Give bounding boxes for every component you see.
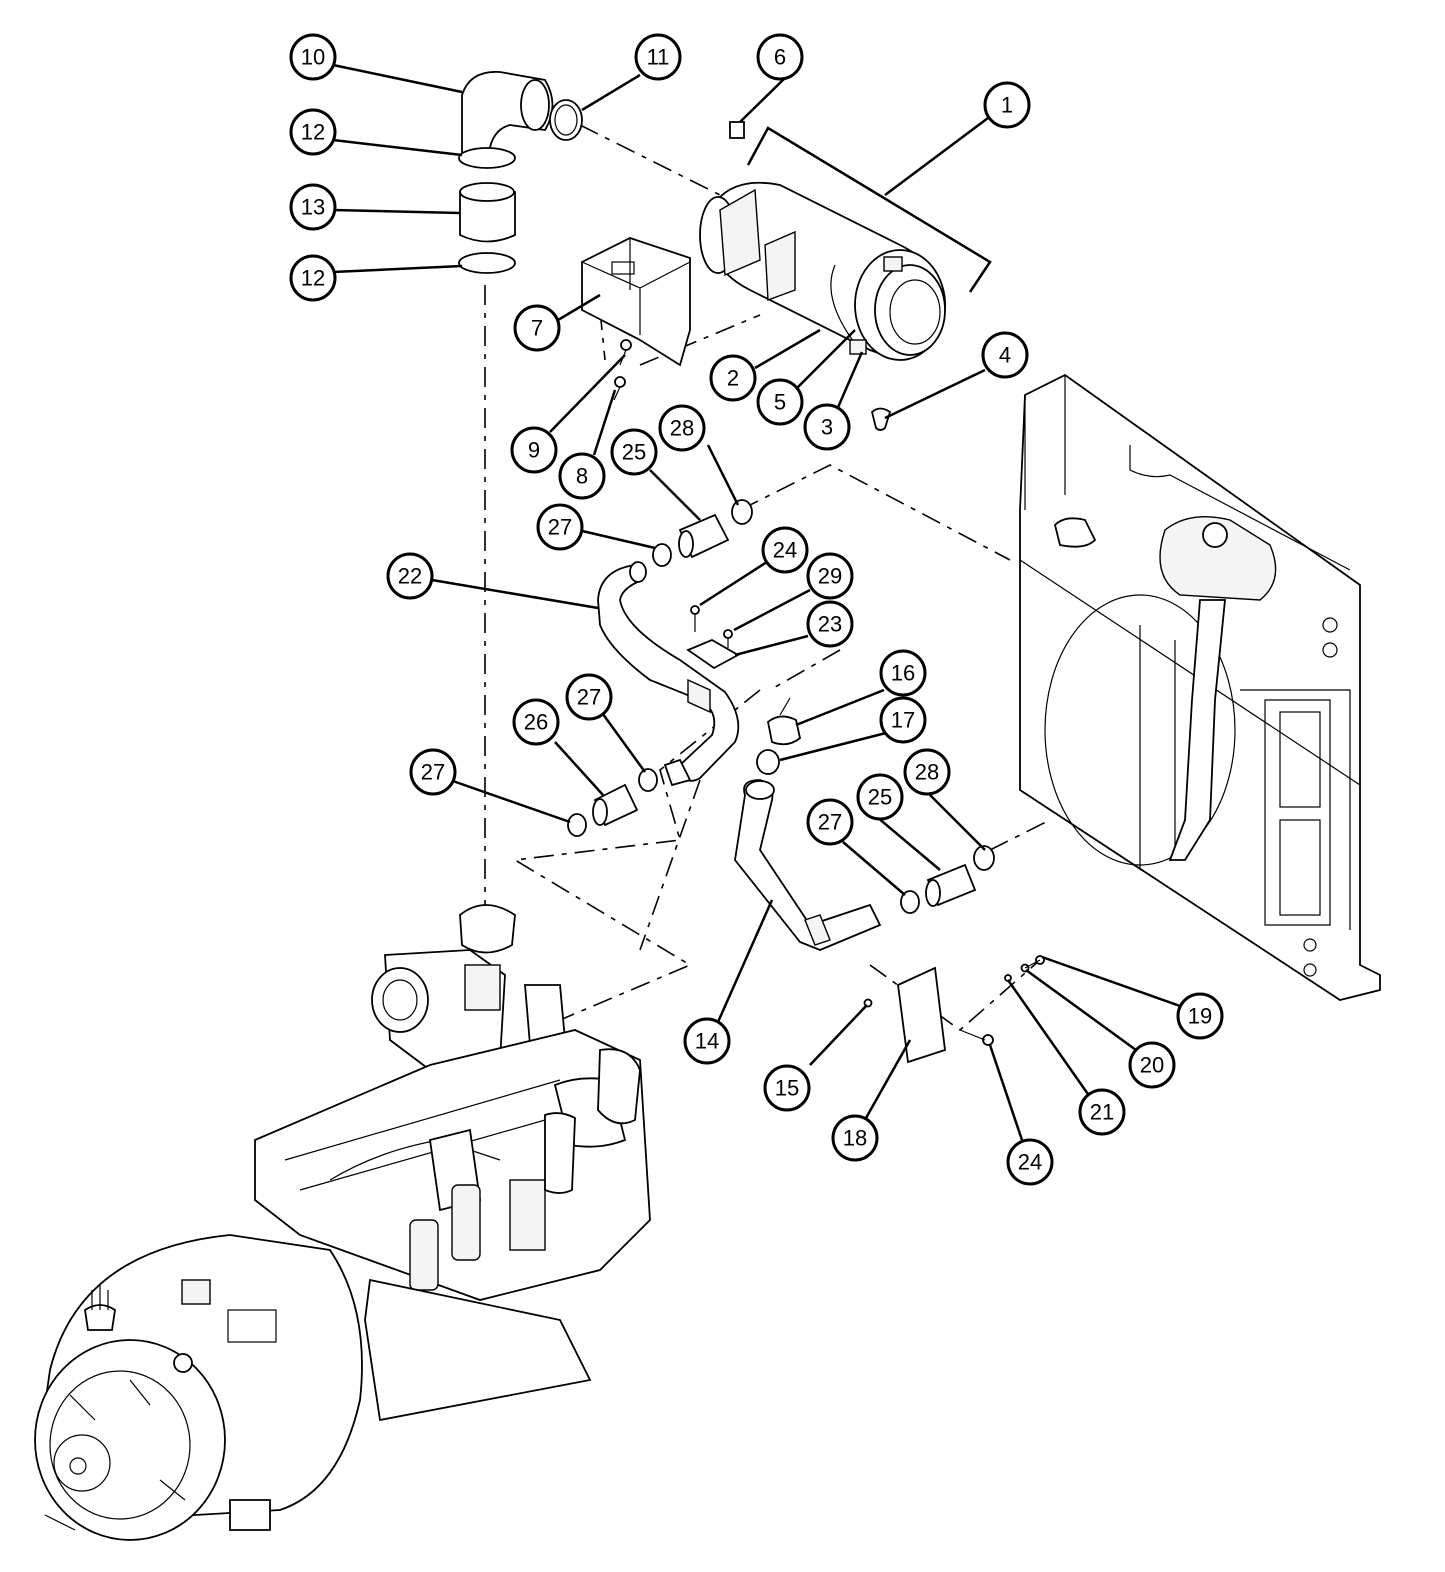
cover-plate-part-18 xyxy=(897,966,946,1064)
callout-21: 21 xyxy=(1078,1088,1126,1136)
callout-16: 16 xyxy=(879,649,927,697)
svg-text:26: 26 xyxy=(524,710,548,735)
svg-text:27: 27 xyxy=(421,760,445,785)
callout-5: 5 xyxy=(756,378,804,426)
svg-text:4: 4 xyxy=(999,343,1011,368)
svg-text:28: 28 xyxy=(915,760,939,785)
engine-generator-assembly xyxy=(34,904,651,1541)
bracket-part-23 xyxy=(686,638,740,670)
small-hardware xyxy=(863,955,1045,1046)
pipe-part-14 xyxy=(734,779,882,951)
callout-4: 4 xyxy=(981,331,1029,379)
svg-text:6: 6 xyxy=(774,45,786,70)
svg-text:11: 11 xyxy=(647,45,670,70)
callout-23: 23 xyxy=(806,600,854,648)
clamp-part-12-upper xyxy=(458,147,516,169)
callout-15: 15 xyxy=(763,1064,811,1112)
callout-27-upper: 27 xyxy=(536,503,584,551)
svg-text:28: 28 xyxy=(670,416,694,441)
svg-text:29: 29 xyxy=(818,564,842,589)
callout-28-upper: 28 xyxy=(658,404,706,452)
svg-text:18: 18 xyxy=(843,1126,867,1151)
svg-text:25: 25 xyxy=(622,440,646,465)
callout-10: 10 xyxy=(289,33,337,81)
sleeve-part-13 xyxy=(459,182,516,243)
callout-25-upper: 25 xyxy=(610,428,658,476)
svg-text:24: 24 xyxy=(773,538,797,563)
svg-text:13: 13 xyxy=(301,195,325,220)
svg-text:22: 22 xyxy=(398,564,422,589)
elbow-part-10 xyxy=(461,71,554,161)
callout-24-upper: 24 xyxy=(761,526,809,574)
ring-part-17 xyxy=(756,749,780,775)
svg-text:12: 12 xyxy=(301,120,325,145)
coupler-lower-left-group xyxy=(567,758,692,837)
callout-1: 1 xyxy=(983,81,1031,129)
callout-7: 7 xyxy=(513,304,561,352)
callout-17: 17 xyxy=(879,696,927,744)
callout-14: 14 xyxy=(683,1017,731,1065)
callout-2: 2 xyxy=(709,354,757,402)
clamp-part-11 xyxy=(549,99,583,141)
coupler-lower-right-group xyxy=(900,845,995,914)
svg-text:1: 1 xyxy=(1001,93,1013,118)
callout-3: 3 xyxy=(803,403,851,451)
svg-text:17: 17 xyxy=(891,708,915,733)
callout-19: 19 xyxy=(1176,992,1224,1040)
mount-bracket-part-7 xyxy=(581,237,691,367)
svg-text:12: 12 xyxy=(301,266,325,291)
svg-text:27: 27 xyxy=(577,685,601,710)
callout-18: 18 xyxy=(831,1114,879,1162)
callout-27-right: 27 xyxy=(806,798,854,846)
callout-27-middle: 27 xyxy=(565,673,613,721)
callout-11: 11 xyxy=(634,33,682,81)
svg-text:20: 20 xyxy=(1140,1053,1164,1078)
svg-text:25: 25 xyxy=(868,785,892,810)
svg-text:7: 7 xyxy=(531,316,543,341)
svg-text:27: 27 xyxy=(548,515,572,540)
svg-text:15: 15 xyxy=(775,1076,799,1101)
svg-text:3: 3 xyxy=(821,415,833,440)
coupler-upper-group xyxy=(652,499,753,567)
callout-28-lower: 28 xyxy=(903,748,951,796)
svg-text:2: 2 xyxy=(727,366,739,391)
callouts: 1 2 3 4 5 6 7 8 9 10 11 12 12 13 14 15 1… xyxy=(289,33,1224,1186)
svg-text:14: 14 xyxy=(695,1029,719,1054)
valve-part-4 xyxy=(870,407,892,431)
svg-text:23: 23 xyxy=(818,612,842,637)
callout-13: 13 xyxy=(289,183,337,231)
svg-text:21: 21 xyxy=(1090,1100,1114,1125)
svg-text:27: 27 xyxy=(818,810,842,835)
clamp-part-12-lower xyxy=(458,252,516,274)
callout-27-left: 27 xyxy=(409,748,457,796)
callout-20: 20 xyxy=(1128,1041,1176,1089)
svg-text:8: 8 xyxy=(576,464,588,489)
bracket-line-part-1 xyxy=(746,126,992,293)
svg-text:24: 24 xyxy=(1018,1150,1042,1175)
svg-text:16: 16 xyxy=(891,661,915,686)
callout-24-lower: 24 xyxy=(1006,1138,1054,1186)
callout-9: 9 xyxy=(510,426,558,474)
callout-26: 26 xyxy=(512,698,560,746)
radiator-assembly xyxy=(1019,373,1381,1001)
callout-12-lower: 12 xyxy=(289,254,337,302)
svg-text:9: 9 xyxy=(528,438,540,463)
callout-8: 8 xyxy=(558,452,606,500)
callout-25-lower: 25 xyxy=(856,773,904,821)
callout-22: 22 xyxy=(386,552,434,600)
cap-part-16 xyxy=(767,697,801,746)
svg-text:10: 10 xyxy=(301,45,325,70)
leader-lines xyxy=(332,63,1181,1141)
callout-6: 6 xyxy=(756,33,804,81)
bolts-part-24-29 xyxy=(690,605,733,648)
bolts-part-8-9 xyxy=(613,339,632,401)
air-filter-assembly xyxy=(699,121,946,361)
callout-12-upper: 12 xyxy=(289,108,337,156)
svg-text:5: 5 xyxy=(774,390,786,415)
callout-29: 29 xyxy=(806,552,854,600)
svg-text:19: 19 xyxy=(1188,1004,1212,1029)
